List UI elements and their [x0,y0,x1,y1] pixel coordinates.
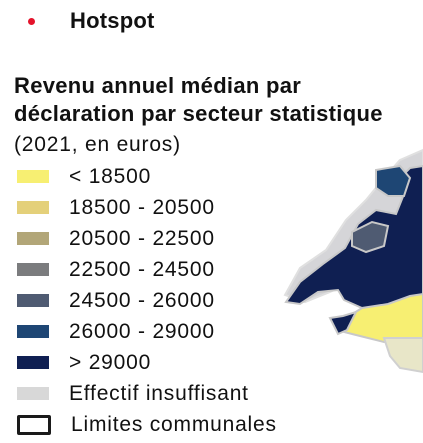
legend-outline-swatch [17,414,51,435]
map-sector-pale-lower [382,337,423,374]
hotspot-legend: Hotspot [28,6,155,36]
legend-label: 20500 - 22500 [69,226,215,250]
legend-label: > 29000 [69,350,152,374]
map-sector-dark-tip [328,310,358,336]
legend-label: Limites communales [71,412,277,436]
legend-item-26000-29000: 26000 - 29000 [17,316,277,347]
legend-swatch [17,170,49,183]
legend-item-over-29000: > 29000 [17,347,277,378]
map-sector-yellow [341,292,423,345]
legend-label: 22500 - 24500 [69,257,215,281]
legend-swatch [17,325,49,338]
legend-item-20500-22500: 20500 - 22500 [17,223,277,254]
legend-label: 24500 - 26000 [69,288,215,312]
legend-label: < 18500 [69,164,152,188]
map-sector-mid-blue [375,164,412,197]
legend-swatch [17,201,49,214]
legend-item-insufficient: Effectif insuffisant [17,378,277,409]
hotspot-label: Hotspot [70,8,155,33]
legend-subtitle: (2021, en euros) [14,133,181,156]
legend-item-22500-24500: 22500 - 24500 [17,254,277,285]
legend-item-18500-20500: 18500 - 20500 [17,192,277,223]
legend-item-24500-26000: 24500 - 26000 [17,285,277,316]
legend-list: < 18500 18500 - 20500 20500 - 22500 2250… [17,161,277,440]
legend-label: 26000 - 29000 [69,319,215,343]
legend-title: Revenu annuel médian par déclaration par… [14,73,383,126]
legend-label: 18500 - 20500 [69,195,215,219]
legend-item-under-18500: < 18500 [17,161,277,192]
legend-swatch [17,387,49,400]
legend-swatch [17,356,49,369]
legend-label: Effectif insuffisant [69,381,249,405]
map-sector-grey-blue [351,220,390,254]
legend-swatch [17,232,49,245]
legend-item-municipal-limits: Limites communales [17,409,277,440]
legend-swatch [17,263,49,276]
legend-swatch [17,294,49,307]
hotspot-dot-icon [28,17,35,25]
